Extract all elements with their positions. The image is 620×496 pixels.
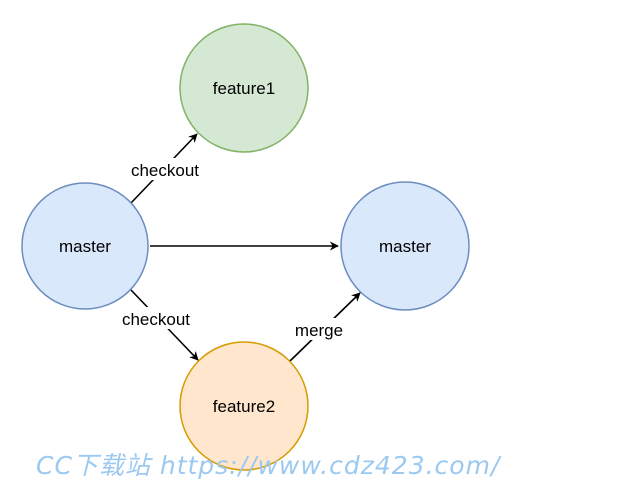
node-master-target[interactable]: master	[340, 181, 470, 311]
watermark-text: CC下载站 https://www.cdz423.com/	[36, 451, 502, 480]
node-circle-master-source	[21, 182, 149, 310]
node-label-feature2: feature2	[213, 397, 275, 416]
edge-label-bg-merge	[289, 318, 349, 340]
node-label-master-target: master	[379, 237, 431, 256]
edge-label-checkout-feature1: checkout	[131, 161, 199, 180]
node-master-source[interactable]: master	[21, 182, 149, 310]
edge-label-checkout-feature2: checkout	[122, 310, 190, 329]
node-circle-feature2	[179, 341, 309, 471]
node-label-master-source: master	[59, 237, 111, 256]
edge-merge: merge	[289, 292, 361, 362]
node-feature2[interactable]: feature2	[179, 341, 309, 471]
node-circle-feature1	[179, 23, 309, 153]
edge-label-bg-checkout-feature1	[125, 158, 205, 180]
node-circle-master-target	[340, 181, 470, 311]
node-feature1[interactable]: feature1	[179, 23, 309, 153]
edge-label-bg-checkout-feature2	[115, 307, 197, 329]
node-label-feature1: feature1	[213, 79, 275, 98]
edge-checkout-feature1: checkout	[125, 133, 205, 204]
edge-label-merge: merge	[295, 321, 343, 340]
edge-checkout-feature2: checkout	[115, 289, 199, 361]
